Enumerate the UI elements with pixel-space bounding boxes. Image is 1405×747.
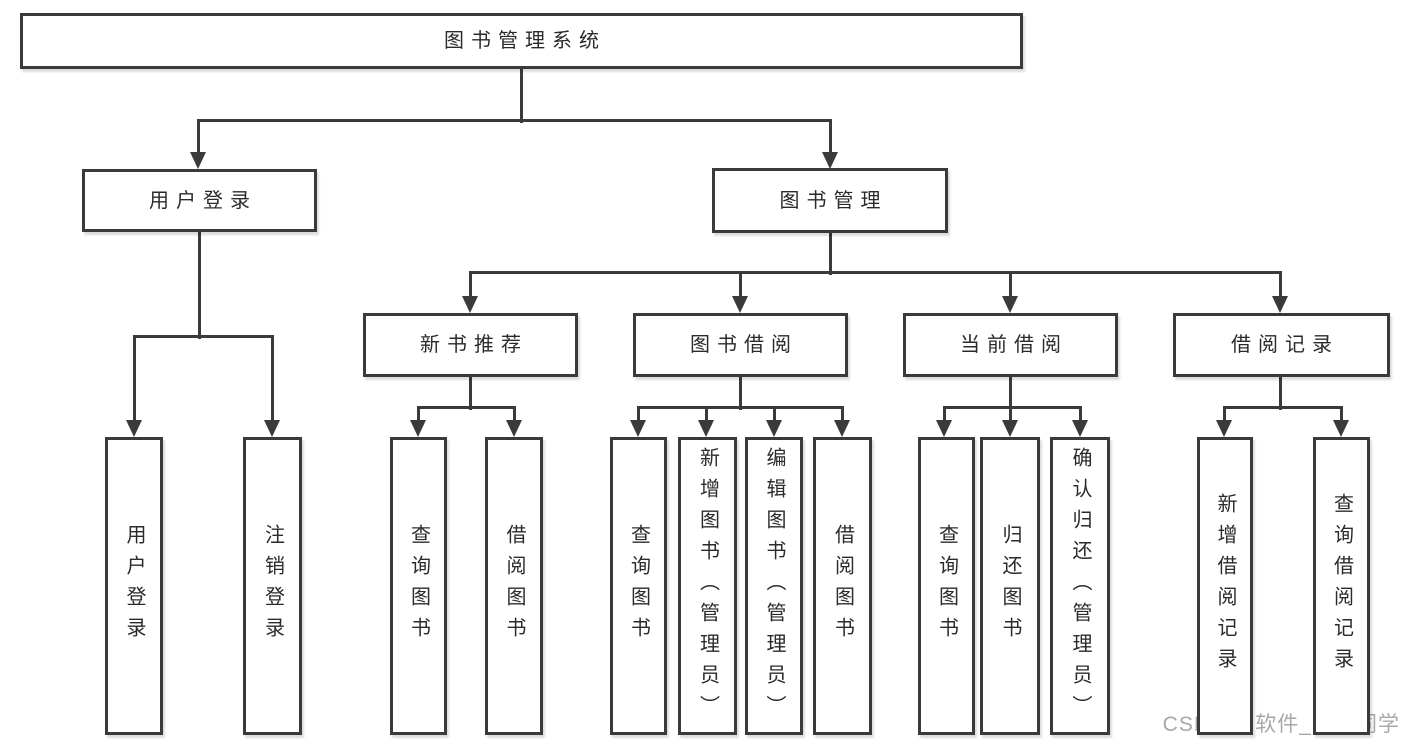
arrowhead-down-icon — [822, 152, 838, 169]
connector-stem-line — [197, 232, 201, 339]
node-label-book-borrowing: 图书借阅 — [690, 334, 798, 356]
node-label-current-borrowing: 当前借阅 — [960, 334, 1068, 356]
arrowhead-down-icon — [1216, 420, 1232, 437]
arrowhead-down-icon — [1333, 420, 1349, 437]
connector-drop-line — [636, 407, 640, 423]
node-label-confirm-return-admin: 确认归还（管理员） — [1069, 446, 1091, 726]
connector-drop-line — [1078, 407, 1082, 423]
arrowhead-down-icon — [462, 296, 478, 313]
node-add-borrowing-record: 新增借阅记录 — [1197, 437, 1253, 735]
node-label-user-login-action: 用户登录 — [123, 524, 145, 648]
node-label-user-login: 用户登录 — [149, 189, 257, 212]
connector-drop-line — [416, 407, 420, 423]
connector-bar-line — [1222, 405, 1343, 409]
connector-drop-line — [1278, 272, 1282, 299]
node-query-books-recommend: 查询图书 — [390, 437, 447, 735]
connector-drop-line — [132, 336, 136, 423]
connector-bar-line — [196, 118, 832, 122]
node-label-root: 图书管理系统 — [444, 30, 606, 52]
node-edit-books-admin: 编辑图书（管理员） — [745, 437, 803, 735]
node-label-add-borrowing-record: 新增借阅记录 — [1214, 493, 1236, 679]
node-label-query-books-borrowing: 查询图书 — [627, 524, 650, 648]
arrowhead-down-icon — [936, 420, 952, 437]
node-current-borrowing: 当前借阅 — [903, 313, 1118, 377]
connector-bar-line — [416, 405, 516, 409]
connector-drop-line — [512, 407, 516, 423]
arrowhead-down-icon — [630, 420, 646, 437]
node-label-query-books-recommend: 查询图书 — [407, 524, 430, 648]
connector-stem-line — [519, 68, 523, 123]
connector-drop-line — [840, 407, 844, 423]
node-book-management: 图书管理 — [712, 168, 948, 233]
connector-drop-line — [828, 120, 832, 155]
connector-stem-line — [828, 233, 832, 275]
connector-drop-line — [738, 272, 742, 299]
connector-stem-line — [1278, 377, 1282, 410]
node-label-borrow-books-recommend: 借阅图书 — [503, 524, 525, 648]
arrowhead-down-icon — [1002, 296, 1018, 313]
node-label-add-books-admin: 新增图书（管理员） — [696, 446, 719, 726]
connector-bar-line — [636, 405, 844, 409]
connector-drop-line — [468, 272, 472, 299]
arrowhead-down-icon — [766, 420, 782, 437]
node-label-return-books: 归还图书 — [999, 524, 1021, 648]
node-label-edit-books-admin: 编辑图书（管理员） — [763, 446, 785, 726]
arrowhead-down-icon — [1072, 420, 1088, 437]
arrowhead-down-icon — [126, 420, 142, 437]
arrowhead-down-icon — [506, 420, 522, 437]
connector-drop-line — [1008, 407, 1012, 423]
connector-stem-line — [468, 377, 472, 410]
arrowhead-down-icon — [190, 152, 206, 169]
connector-drop-line — [772, 407, 776, 423]
connector-drop-line — [704, 407, 708, 423]
connector-drop-line — [1222, 407, 1226, 423]
arrowhead-down-icon — [410, 420, 426, 437]
connector-drop-line — [196, 120, 200, 155]
node-borrow-books-recommend: 借阅图书 — [485, 437, 543, 735]
arrowhead-down-icon — [698, 420, 714, 437]
connector-drop-line — [1008, 272, 1012, 299]
node-label-query-books-current: 查询图书 — [935, 524, 958, 648]
node-label-book-management: 图书管理 — [779, 189, 888, 212]
connector-drop-line — [942, 407, 946, 423]
node-query-books-current: 查询图书 — [918, 437, 975, 735]
node-new-book-recommendation: 新书推荐 — [363, 313, 578, 377]
connector-drop-line — [1339, 407, 1343, 423]
arrowhead-down-icon — [264, 420, 280, 437]
node-book-borrowing: 图书借阅 — [633, 313, 848, 377]
node-label-borrowing-records: 借阅记录 — [1231, 334, 1339, 356]
node-query-borrowing-record: 查询借阅记录 — [1313, 437, 1370, 735]
node-logout-action: 注销登录 — [243, 437, 302, 735]
arrowhead-down-icon — [1272, 296, 1288, 313]
node-label-borrow-books-borrowing: 借阅图书 — [831, 524, 854, 648]
connector-bar-line — [942, 405, 1082, 409]
connector-drop-line — [270, 336, 274, 423]
node-return-books: 归还图书 — [980, 437, 1040, 735]
node-user-login-action: 用户登录 — [105, 437, 163, 735]
connector-bar-line — [468, 270, 1282, 274]
arrowhead-down-icon — [1002, 420, 1018, 437]
node-label-query-borrowing-record: 查询借阅记录 — [1330, 493, 1353, 679]
node-root: 图书管理系统 — [20, 13, 1023, 69]
node-borrow-books-borrowing: 借阅图书 — [813, 437, 872, 735]
connector-stem-line — [738, 377, 742, 410]
arrowhead-down-icon — [834, 420, 850, 437]
arrowhead-down-icon — [732, 296, 748, 313]
node-user-login: 用户登录 — [82, 169, 317, 232]
node-label-new-book-recommendation: 新书推荐 — [420, 334, 528, 356]
node-add-books-admin: 新增图书（管理员） — [678, 437, 737, 735]
node-borrowing-records: 借阅记录 — [1173, 313, 1390, 377]
connector-bar-line — [132, 334, 274, 338]
node-query-books-borrowing: 查询图书 — [610, 437, 667, 735]
node-label-logout-action: 注销登录 — [261, 524, 284, 648]
node-confirm-return-admin: 确认归还（管理员） — [1050, 437, 1110, 735]
connector-stem-line — [1008, 377, 1012, 410]
